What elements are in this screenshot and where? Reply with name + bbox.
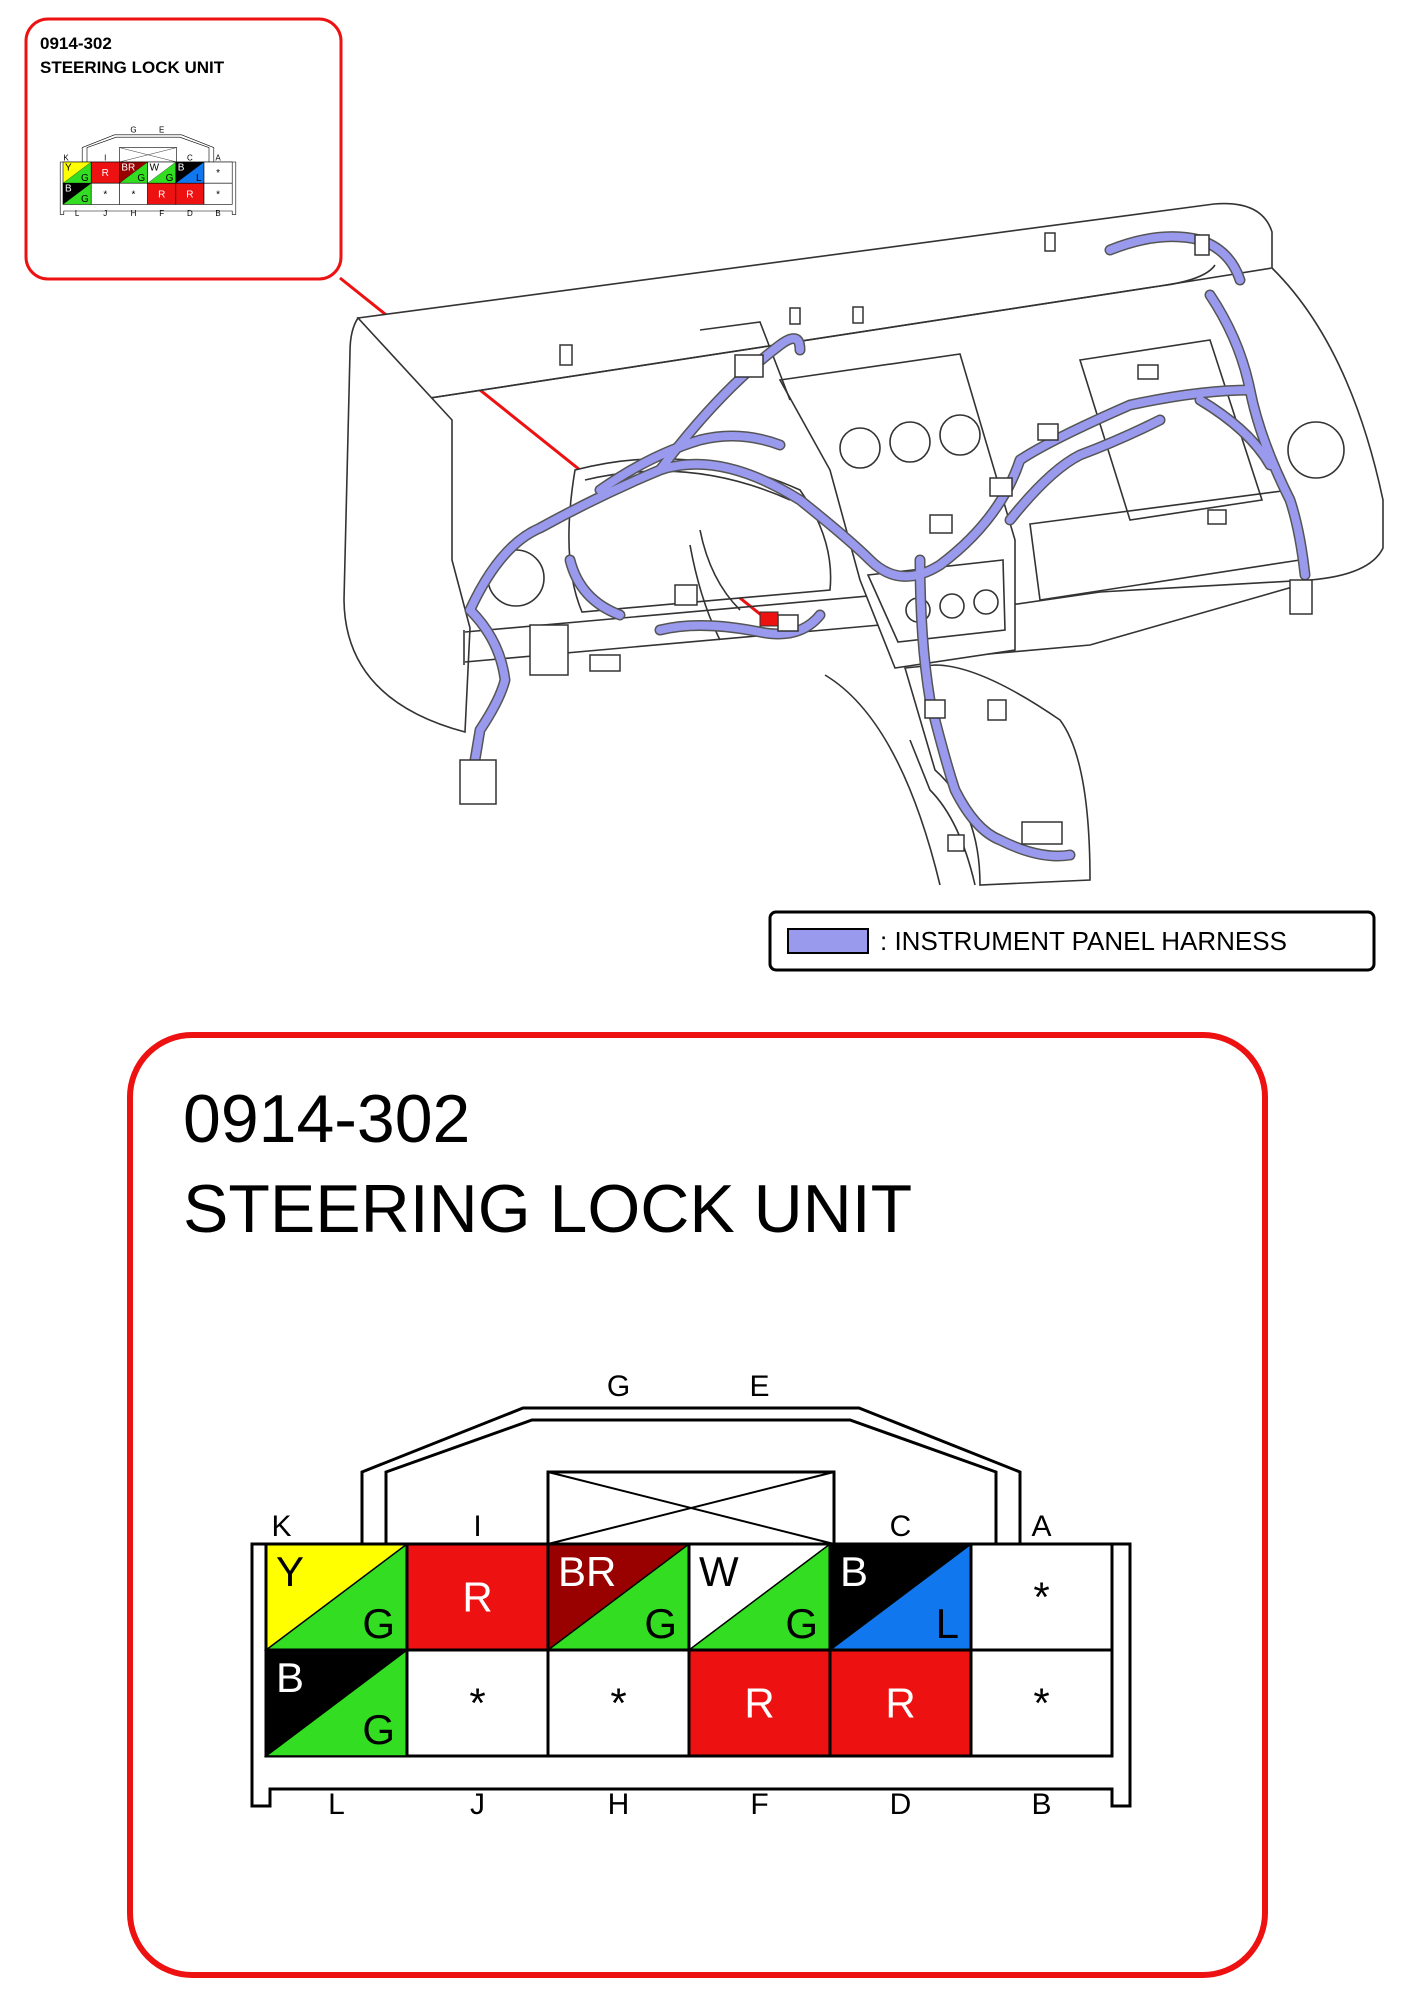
small-pin-label-bottom: D: [187, 209, 193, 218]
small-pin-label-top: K: [63, 153, 69, 162]
large-pin-l-stripe-color: G: [362, 1706, 395, 1753]
small-blocked-cross-b: [119, 147, 177, 163]
legend-box: [768, 910, 1376, 972]
large-pin-label-top: C: [890, 1510, 912, 1543]
steering-lock-connector-location: [759, 611, 779, 627]
small-pin-c-stripe-color: L: [196, 173, 202, 184]
harness-connectors: [459, 232, 1313, 852]
small-pin-b-cell: [203, 182, 233, 205]
large-pin-k-stripe-color: G: [362, 1600, 395, 1647]
small-pin-h-unused: *: [132, 189, 136, 200]
small-pin-l-main-color: B: [65, 184, 72, 195]
small-pin-e-stripe-color: G: [166, 173, 174, 184]
small-pin-label-bottom: L: [75, 209, 80, 218]
instrument-panel-drawing: [343, 202, 1384, 886]
small-pin-l-stripe-color: G: [81, 194, 89, 205]
legend-label: : INSTRUMENT PANEL HARNESS: [880, 926, 1287, 956]
small-pin-label-top: A: [215, 153, 221, 162]
large-pin-j-cell: [405, 1648, 550, 1758]
small-pin-label-bottom: F: [159, 209, 164, 218]
small-connector-code: 0914-302: [40, 34, 112, 53]
small-pin-g-stripe-color: G: [137, 173, 145, 184]
large-pin-e-stripe-color: G: [785, 1600, 818, 1647]
small-pin-label-top: C: [187, 153, 193, 162]
large-pin-label-header: G: [607, 1370, 630, 1403]
legend-harness-swatch: [787, 928, 869, 954]
large-pin-j-unused: *: [469, 1680, 485, 1727]
large-hood-inner: [384, 1418, 998, 1544]
large-pin-a-cell: [969, 1542, 1114, 1652]
large-pin-b-unused: *: [1033, 1680, 1049, 1727]
small-pin-label-bottom: B: [215, 209, 220, 218]
small-pin-label-header: G: [130, 125, 136, 134]
small-pin-label-bottom: H: [131, 209, 137, 218]
large-pin-label-bottom: B: [1031, 1788, 1051, 1821]
small-pin-b-unused: *: [216, 189, 220, 200]
large-hood-outer: [360, 1406, 1022, 1544]
large-pin-label-bottom: D: [890, 1788, 912, 1821]
large-pin-g-main-color: BR: [558, 1548, 616, 1595]
small-pin-label-header: E: [159, 125, 164, 134]
large-pin-label-bottom: F: [750, 1788, 768, 1821]
large-pin-label-top: K: [271, 1510, 291, 1543]
large-pin-h-unused: *: [610, 1680, 626, 1727]
connector-code: 0914-302: [183, 1081, 470, 1157]
large-pin-label-top: I: [473, 1510, 481, 1543]
large-pin-f-cell: [687, 1648, 832, 1758]
small-hood-outer: [81, 134, 215, 162]
large-pin-label-top: A: [1031, 1510, 1051, 1543]
large-pin-label-bottom: L: [328, 1788, 345, 1821]
large-pin-c-stripe-color: L: [936, 1600, 959, 1647]
large-pin-l-main-color: B: [276, 1654, 304, 1701]
small-pin-label-top: I: [104, 153, 106, 162]
small-pin-i-main-color: R: [102, 168, 109, 179]
small-pin-c-main-color: B: [178, 162, 185, 173]
small-pin-g-main-color: BR: [121, 162, 135, 173]
small-callout-frame: [24, 17, 343, 281]
large-pin-f-main-color: R: [744, 1680, 774, 1727]
large-pin-label-bottom: H: [608, 1788, 630, 1821]
large-pin-e-main-color: W: [699, 1548, 739, 1595]
large-pin-label-bottom: J: [470, 1788, 485, 1821]
small-pin-a-unused: *: [216, 168, 220, 179]
small-pin-e-main-color: W: [150, 162, 160, 173]
small-pin-d-main-color: R: [186, 189, 193, 200]
small-pin-k-stripe-color: G: [81, 173, 89, 184]
large-pin-d-cell: [828, 1648, 973, 1758]
large-pin-a-unused: *: [1033, 1574, 1049, 1621]
large-pin-i-main-color: R: [462, 1574, 492, 1621]
small-pin-label-bottom: J: [103, 209, 107, 218]
large-pin-g-stripe-color: G: [644, 1600, 677, 1647]
small-pin-k-main-color: Y: [65, 162, 72, 173]
large-pin-k-main-color: Y: [276, 1548, 304, 1595]
large-blocked-cross-b: [547, 1471, 835, 1545]
small-pin-j-unused: *: [103, 189, 107, 200]
large-pin-label-header: E: [749, 1370, 769, 1403]
connector-name: STEERING LOCK UNIT: [183, 1171, 912, 1247]
small-pin-f-main-color: R: [158, 189, 165, 200]
large-pin-b-cell: [969, 1648, 1114, 1758]
large-pin-d-main-color: R: [885, 1680, 915, 1727]
large-pin-c-main-color: B: [840, 1548, 868, 1595]
small-hood-inner: [86, 136, 210, 162]
small-connector-name: STEERING LOCK UNIT: [40, 58, 225, 77]
